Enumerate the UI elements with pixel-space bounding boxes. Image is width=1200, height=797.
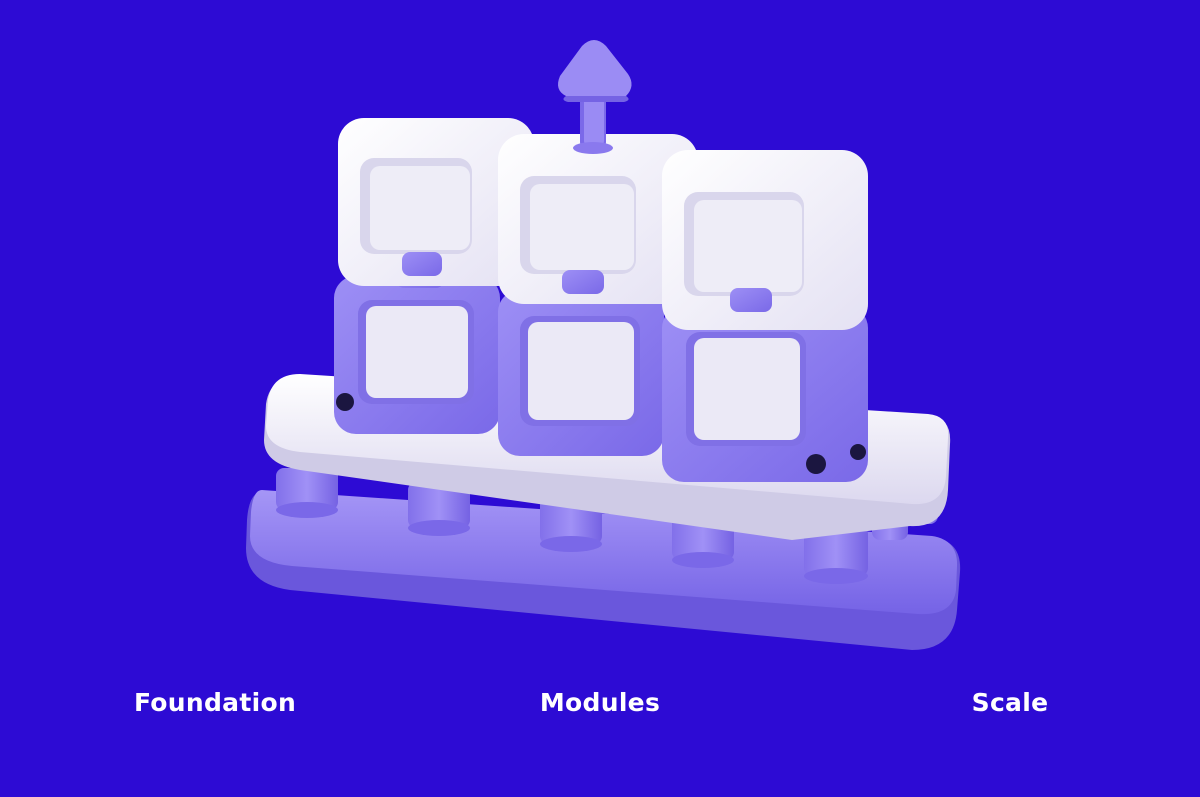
up-arrow-icon xyxy=(558,40,632,154)
caption-foundation: Foundation xyxy=(133,688,297,717)
white-module-left xyxy=(338,118,534,286)
caption-modules: Modules xyxy=(539,688,661,717)
module-row-white xyxy=(338,118,868,330)
caption-scale: Scale xyxy=(971,688,1049,717)
white-module-right xyxy=(662,150,868,330)
purple-module-right xyxy=(662,290,868,482)
white-module-middle xyxy=(498,134,698,304)
